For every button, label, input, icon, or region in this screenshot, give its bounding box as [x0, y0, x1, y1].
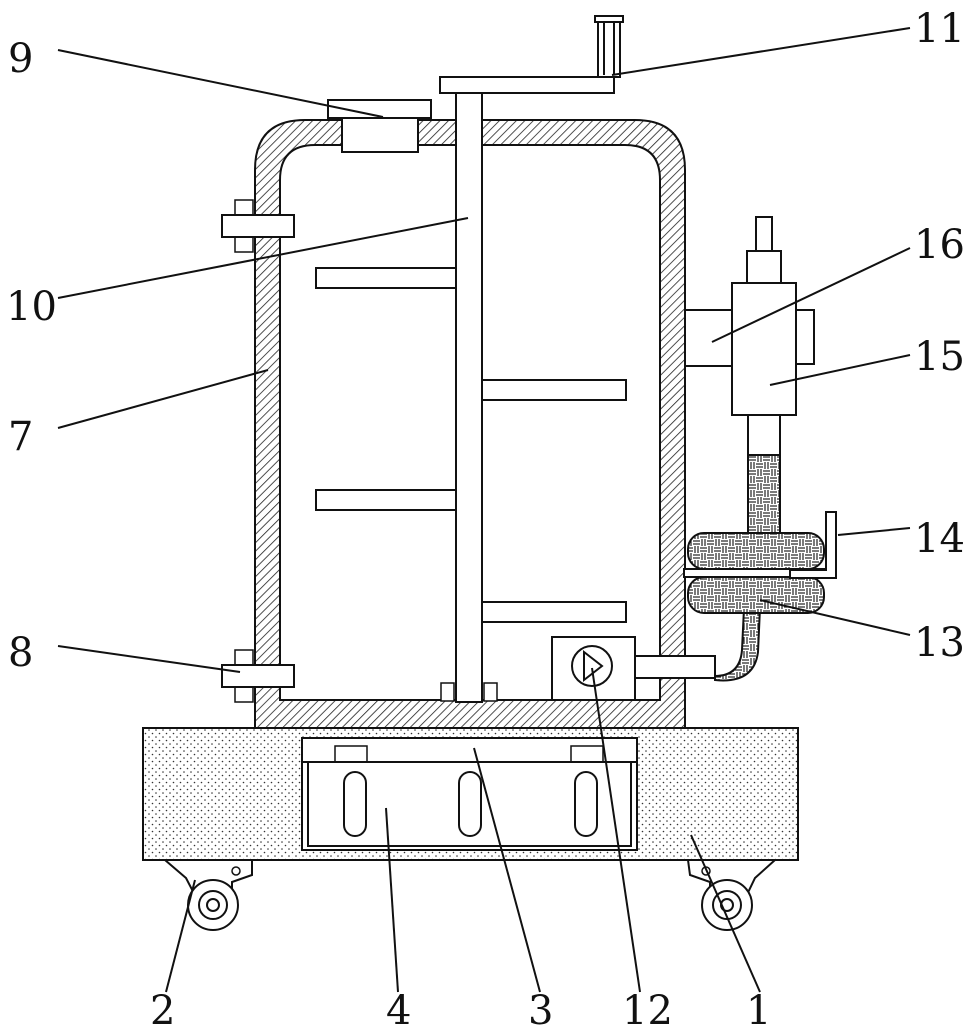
label-13: 13 [914, 620, 965, 666]
caster-right [688, 860, 775, 930]
sprayer [732, 217, 814, 455]
label-16: 16 [914, 222, 965, 268]
label-3: 3 [528, 988, 553, 1032]
crank-handle [440, 16, 623, 93]
label-7: 7 [8, 414, 33, 460]
caster-left [165, 860, 252, 930]
label-9: 9 [8, 36, 33, 82]
label-2: 2 [150, 988, 175, 1032]
connector-block [685, 310, 732, 366]
pump [552, 637, 715, 700]
hose-lower [715, 608, 760, 680]
label-11: 11 [914, 6, 965, 52]
label-4: 4 [386, 988, 411, 1032]
drawer [302, 738, 637, 846]
label-12: 12 [622, 988, 673, 1032]
hose-upper [748, 455, 780, 533]
label-14: 14 [914, 516, 965, 562]
top-cap [328, 100, 431, 152]
label-15: 15 [914, 334, 965, 380]
label-1: 1 [746, 988, 771, 1032]
label-8: 8 [8, 630, 33, 676]
label-10: 10 [6, 284, 57, 330]
